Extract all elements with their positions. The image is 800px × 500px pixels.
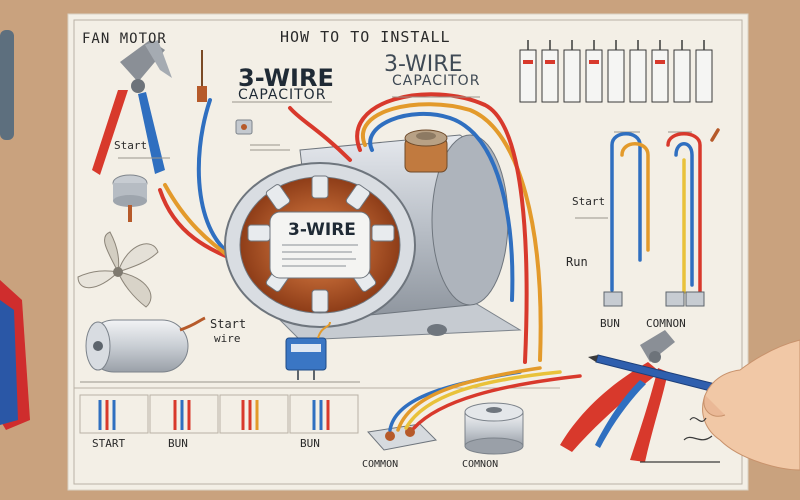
right-u-wires bbox=[610, 128, 720, 297]
right-terminal-posts bbox=[603, 291, 705, 307]
capacitor-icon bbox=[85, 316, 206, 373]
secondary-title-line1: 3-WIRE bbox=[384, 52, 463, 77]
label-bun-bottom-2: BUN bbox=[300, 437, 320, 450]
motor-badge: 3-WIRE bbox=[288, 220, 356, 240]
pliers-bottom-icon bbox=[560, 330, 675, 462]
terminal-block-icon bbox=[367, 366, 582, 451]
main-title-line1: 3-WIRE bbox=[238, 64, 334, 92]
label-start-middle-left-2: wire bbox=[214, 332, 241, 345]
hand-icon bbox=[702, 339, 800, 471]
label-run-right: Run bbox=[566, 255, 588, 269]
label-start-right: Start bbox=[572, 195, 606, 208]
fine-print-lines bbox=[80, 96, 692, 383]
label-bun-bottom-1: BUN bbox=[168, 437, 188, 450]
pliers-left-edge-icon bbox=[0, 30, 30, 430]
label-start-bottom: START bbox=[92, 437, 126, 450]
pliers-icon bbox=[92, 40, 172, 175]
label-start-top-left: Start bbox=[114, 139, 148, 152]
small-bracket-icon bbox=[235, 119, 253, 135]
blue-relay-icon bbox=[285, 321, 331, 380]
probe-icon bbox=[197, 50, 207, 102]
secondary-title-line2: CAPACITOR bbox=[392, 73, 481, 89]
wire-panels bbox=[79, 394, 359, 434]
label-bun-right: BUN bbox=[600, 317, 620, 330]
main-title-line2: CAPACITOR bbox=[238, 87, 327, 103]
label-common-right: COMNON bbox=[646, 317, 686, 330]
label-common-bottom-1: COMMON bbox=[362, 459, 399, 470]
motor-wires bbox=[288, 92, 543, 364]
label-common-bottom-2: COMNON bbox=[462, 459, 499, 470]
left-title: FAN MOTOR bbox=[82, 31, 167, 47]
signature-mark bbox=[640, 417, 720, 463]
fan-blade-icon bbox=[77, 231, 159, 308]
fan-motor-illustration bbox=[224, 129, 522, 341]
start-relay-icon bbox=[112, 174, 148, 222]
center-title: HOW TO TO INSTALL bbox=[280, 28, 451, 46]
terminal-strip bbox=[519, 40, 713, 103]
label-start-middle-left: Start bbox=[210, 317, 247, 331]
round-capacitor-icon bbox=[464, 402, 524, 455]
